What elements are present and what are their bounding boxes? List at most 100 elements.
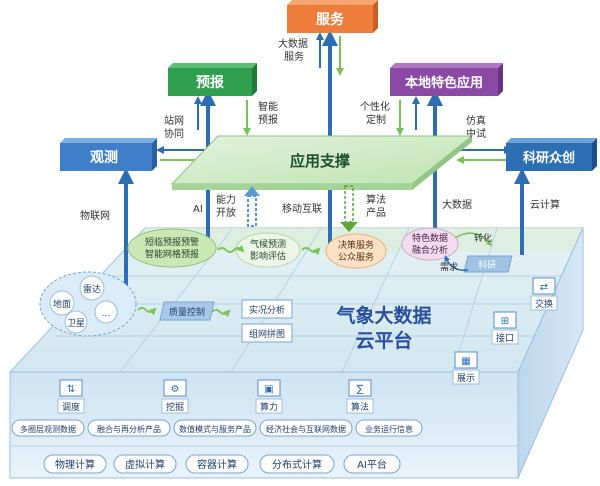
label-fangzhen-zhongshi-1: 仿真 xyxy=(466,114,486,127)
node-qihou[interactable]: 气候预测 影响评估 xyxy=(235,232,301,268)
label-ai: AI xyxy=(193,204,203,215)
cloud-title-line2: 云平台 xyxy=(355,329,412,352)
keyan-label: 科研众创 xyxy=(523,150,575,166)
icon-suanli[interactable]: ▣ 算力 xyxy=(255,379,283,414)
node-zhiliang[interactable]: 质量控制 xyxy=(159,301,215,321)
wajue-label: 挖掘 xyxy=(166,401,184,413)
fuwu-label: 服务 xyxy=(316,11,345,28)
box-keyan[interactable]: 科研众创 xyxy=(506,138,597,171)
platform-dashed-arrows xyxy=(244,185,358,232)
data-type-pill[interactable]: 经济社会与互联网数据 xyxy=(259,419,353,437)
compute-pill[interactable]: 虚拟计算 xyxy=(113,454,177,474)
icon-jiekou[interactable]: ⊞ 接口 xyxy=(491,311,519,345)
box-guance[interactable]: 观测 xyxy=(60,138,157,171)
label-nengli-kaifang-2: 开放 xyxy=(216,206,236,219)
node-shikuang[interactable]: 实况分析 xyxy=(241,299,293,319)
weixing-label: 卫星 xyxy=(67,318,85,329)
jiekou-label: 接口 xyxy=(496,332,514,344)
node-keyan-small[interactable]: 科研 xyxy=(463,255,513,273)
box-fuwu[interactable]: 服务 xyxy=(287,0,378,33)
label-wulianwang: 物联网 xyxy=(80,209,110,222)
data-type-label: 多圈层观测数据 xyxy=(20,424,76,434)
icon-zhanshi[interactable]: ▦ 展示 xyxy=(452,351,480,385)
exchange-arrows xyxy=(156,32,512,164)
qihou-line2: 影响评估 xyxy=(250,250,286,262)
compute-pill[interactable]: 物理计算 xyxy=(43,454,107,474)
label-yunjisuan: 云计算 xyxy=(530,198,560,211)
compute-pill[interactable]: 容器计算 xyxy=(185,454,249,474)
box-yubao[interactable]: 预报 xyxy=(168,63,257,96)
dimian-label: 地面 xyxy=(53,298,71,310)
data-type-pill[interactable]: 多圈层观测数据 xyxy=(11,419,85,437)
source-dimian xyxy=(49,290,75,316)
data-types-row: 多圈层观测数据 融合与再分析产品 数值模式与服务产品 经济社会与互联网数据 业务… xyxy=(11,419,423,437)
box-bendi[interactable]: 本地特色应用 xyxy=(390,63,503,96)
data-type-pill[interactable]: 业务运行信息 xyxy=(355,419,423,437)
keyan-small-label: 科研 xyxy=(478,259,496,271)
label-dashuju-fuwu-2: 服务 xyxy=(284,50,304,63)
label-suanfa-chanpin-1: 算法 xyxy=(366,193,386,206)
node-juece[interactable]: 决策服务 公众服务 xyxy=(325,233,387,269)
schedule-icon: ⇅ xyxy=(67,384,75,395)
xuqiu-label: 需求 xyxy=(440,261,458,273)
label-dashuju: 大数据 xyxy=(442,198,472,211)
label-suanfa-chanpin-2: 产品 xyxy=(366,206,386,219)
juece-line2: 公众服务 xyxy=(338,251,374,263)
data-type-pill[interactable]: 数值模式与服务产品 xyxy=(173,419,257,437)
wavy-connectors xyxy=(137,244,321,318)
zhuanhua-label: 转化 xyxy=(474,232,492,244)
zhiliang-label: 质量控制 xyxy=(169,306,205,318)
algorithm-icon: ∑ xyxy=(357,384,364,395)
platform-label: 应用支撑 xyxy=(290,152,350,170)
node-zuwang[interactable]: 组网拼图 xyxy=(241,323,293,343)
leida-label: 雷达 xyxy=(83,283,101,295)
label-zhiwang-xietong-1: 站网 xyxy=(164,114,184,127)
shikuang-label: 实况分析 xyxy=(249,304,285,316)
chart-icon: ▦ xyxy=(461,356,470,367)
zuwang-label: 组网拼图 xyxy=(249,328,285,340)
suanli-label: 算力 xyxy=(260,401,278,413)
source-more xyxy=(94,300,118,324)
mining-icon: ⚙ xyxy=(171,384,180,395)
data-type-label: 经济社会与互联网数据 xyxy=(266,424,346,434)
label-zhineng-yubao-2: 预报 xyxy=(258,113,278,126)
source-weixing xyxy=(64,310,88,334)
icon-wajue[interactable]: ⚙ 挖掘 xyxy=(161,379,189,414)
source-leida xyxy=(79,275,105,301)
compute-label: 容器计算 xyxy=(197,458,237,471)
guance-label: 观测 xyxy=(90,149,118,166)
compute-label: AI平台 xyxy=(357,458,387,471)
data-type-pill[interactable]: 融合与再分析产品 xyxy=(87,419,171,437)
data-type-label: 数值模式与服务产品 xyxy=(179,424,251,434)
qihou-line1: 气候预测 xyxy=(250,238,286,250)
node-tese[interactable]: 特色数据 融合分析 xyxy=(401,227,459,261)
compute-pill[interactable]: AI平台 xyxy=(343,454,401,474)
label-zhineng-yubao-1: 智能 xyxy=(258,100,278,113)
more-label: … xyxy=(102,309,111,319)
label-yidong-hulian: 移动互联 xyxy=(282,202,322,215)
yubao-label: 预报 xyxy=(196,75,224,91)
juece-line1: 决策服务 xyxy=(338,239,374,251)
flow-labels: 大数据 服务 站网 协同 智能 预报 个性化 定制 仿真 中试 物联网 AI 能… xyxy=(80,37,560,222)
icon-suanfa[interactable]: ∑ 算法 xyxy=(346,379,374,414)
cloud-title-line1: 气象大数据 xyxy=(335,304,431,327)
diaodu-label: 调度 xyxy=(62,401,80,413)
tese-line1: 特色数据 xyxy=(412,232,448,244)
label-gexinghua-dingzhi-1: 个性化 xyxy=(360,100,390,113)
node-duanlin[interactable]: 短临预报预警 智能网格预报 xyxy=(127,228,217,268)
data-type-label: 业务运行信息 xyxy=(365,424,413,434)
observation-sources[interactable]: 雷达 地面 … 卫星 xyxy=(39,271,137,337)
label-fangzhen-zhongshi-2: 中试 xyxy=(466,127,486,140)
label-dashuju-fuwu-1: 大数据 xyxy=(278,37,308,50)
label-nengli-kaifang-1: 能力 xyxy=(216,193,236,206)
duanlin-line2: 智能网格预报 xyxy=(145,248,199,260)
icon-diaodu[interactable]: ⇅ 调度 xyxy=(57,379,85,414)
compute-pill[interactable]: 分布式计算 xyxy=(259,454,335,474)
jiaohuan-label: 交换 xyxy=(535,298,553,310)
compute-label: 物理计算 xyxy=(55,458,95,471)
icon-jiaohuan[interactable]: ⇄ 交换 xyxy=(530,277,558,311)
keyan-loop xyxy=(444,232,492,271)
swap-icon: ⇄ xyxy=(540,282,548,293)
suanfa-label: 算法 xyxy=(351,401,369,413)
data-type-label: 融合与再分析产品 xyxy=(97,424,161,434)
